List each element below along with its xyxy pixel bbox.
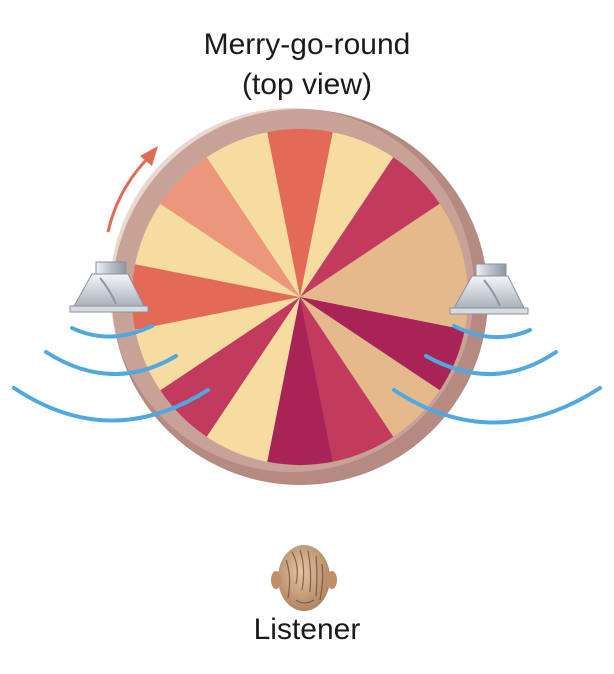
merry-go-round-wedge xyxy=(300,297,394,462)
merry-go-round-wedges xyxy=(131,128,469,466)
merry-go-round-wedge xyxy=(135,297,300,391)
sound-wave xyxy=(44,350,178,377)
merry-go-round-wedge xyxy=(300,264,469,330)
sound-wave xyxy=(452,324,532,340)
left-sound-waves xyxy=(12,324,210,423)
sound-wave xyxy=(424,350,558,377)
sound-wave xyxy=(12,386,210,423)
merry-go-round-wedge xyxy=(267,297,333,466)
merry-go-round-wedge xyxy=(160,297,300,437)
sound-wave xyxy=(70,324,154,339)
left-speaker-icon xyxy=(69,261,149,313)
merry-go-round-wedge xyxy=(131,264,300,330)
sound-wave xyxy=(392,386,602,425)
merry-go-round-wedge xyxy=(160,157,300,297)
merry-go-round-wedge xyxy=(300,157,440,297)
merry-go-round-wedge xyxy=(300,203,465,297)
merry-go-round-wedge xyxy=(206,297,300,462)
diagram-title-line1: Merry-go-round xyxy=(203,28,411,61)
merry-go-round-wedge xyxy=(267,128,333,297)
listener-label: Listener xyxy=(253,613,361,646)
merry-go-round-wedge xyxy=(300,297,440,437)
merry-go-round-wedge xyxy=(300,132,394,297)
merry-go-round-wedge xyxy=(206,132,300,297)
head-top-view-icon xyxy=(271,545,337,611)
diagram-title-line2: (top view) xyxy=(241,68,373,101)
right-sound-waves xyxy=(392,324,602,425)
curved-arrow-icon xyxy=(106,146,158,233)
right-speaker-icon xyxy=(449,263,529,315)
merry-go-round-wedge xyxy=(135,203,300,297)
merry-go-round-wedge xyxy=(300,297,465,391)
